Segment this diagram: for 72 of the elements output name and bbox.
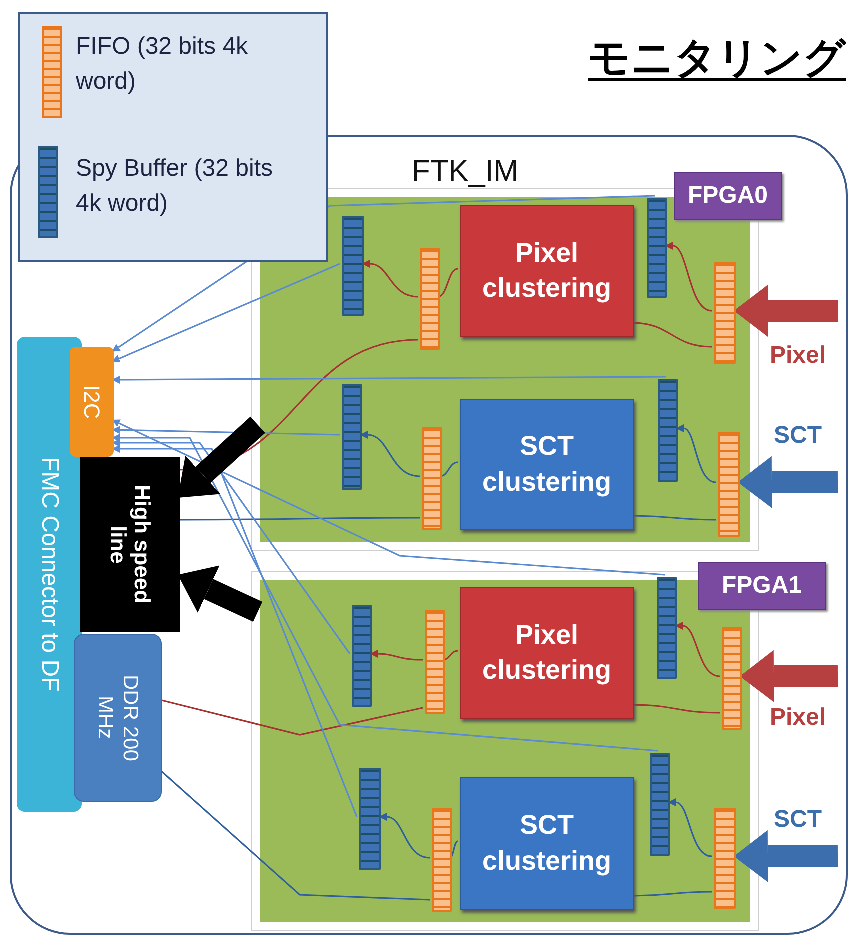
processing-block xyxy=(460,205,634,337)
connector-line xyxy=(442,650,458,661)
arrow xyxy=(675,622,720,678)
block-label: Pixel clustering xyxy=(481,618,613,687)
page-title: モニタリング xyxy=(588,33,846,83)
connector-bar xyxy=(17,337,82,812)
block-label: Pixel clustering xyxy=(481,236,613,305)
thick-arrow xyxy=(734,285,838,337)
arrow xyxy=(360,431,420,478)
connector-line xyxy=(440,462,458,478)
arrow xyxy=(112,263,340,363)
high-speed-block xyxy=(80,457,180,632)
connector-line xyxy=(632,322,712,348)
connector-line xyxy=(178,517,420,521)
processing-block xyxy=(460,399,634,530)
connector-line xyxy=(159,769,430,901)
processing-block xyxy=(460,777,634,910)
connector-line xyxy=(450,840,458,859)
arrow xyxy=(379,813,430,859)
arrow xyxy=(112,445,358,818)
thick-arrow xyxy=(734,830,838,882)
processing-block xyxy=(460,587,634,719)
memory-block xyxy=(74,634,162,802)
tag-label: FPGA1 xyxy=(722,571,802,601)
connector-line xyxy=(632,704,720,714)
block-label: I2C xyxy=(78,384,106,420)
arrow xyxy=(112,434,658,752)
fifo-buffer xyxy=(714,262,736,364)
arrow xyxy=(668,798,712,858)
thick-arrow xyxy=(178,416,266,498)
arrow xyxy=(112,420,666,576)
legend-text: FIFO (32 bits 4k word) xyxy=(76,32,250,97)
fifo-buffer xyxy=(714,808,736,909)
block-label: SCT clustering xyxy=(481,809,613,878)
board-label: FTK_IM xyxy=(412,154,519,190)
chip-tag xyxy=(674,172,782,220)
fifo-buffer xyxy=(425,610,445,714)
fifo-buffer xyxy=(422,427,442,530)
fifo-buffer xyxy=(718,432,740,537)
arrow xyxy=(665,242,712,312)
chip-tag xyxy=(698,562,826,610)
fifo-buffer xyxy=(420,248,440,350)
block-label: DDR 200 MHz xyxy=(93,674,144,764)
legend-text: Spy Buffer (32 bits 4k word) xyxy=(76,154,274,219)
spy-buffer xyxy=(342,216,364,316)
arrow xyxy=(362,260,418,298)
thick-arrow xyxy=(178,566,263,622)
tag-label: FPGA0 xyxy=(688,181,768,211)
thick-arrow xyxy=(738,456,838,508)
thick-arrow xyxy=(740,650,838,702)
arrow xyxy=(676,424,716,484)
arrow xyxy=(112,376,666,384)
fifo-buffer xyxy=(722,627,742,730)
board-outline xyxy=(10,135,848,935)
spy-buffer xyxy=(342,384,362,490)
spy-buffer xyxy=(647,198,667,298)
spy-buffer xyxy=(359,768,381,870)
spy-buffer xyxy=(650,753,670,856)
spy-buffer xyxy=(352,605,372,707)
fifo-buffer xyxy=(432,808,452,912)
spy-buffer xyxy=(658,379,678,482)
connector-line xyxy=(160,699,424,736)
block-label: SCT clustering xyxy=(481,430,613,499)
connector-line xyxy=(632,891,712,897)
i2c-block xyxy=(70,347,114,457)
arrow xyxy=(370,650,424,661)
block-label: High speed line xyxy=(106,484,154,606)
spy-buffer xyxy=(657,577,677,679)
arrow xyxy=(112,439,351,654)
connector-line xyxy=(632,515,716,521)
connector-line xyxy=(438,268,458,298)
block-label: FMC Connector to DF xyxy=(36,457,64,692)
